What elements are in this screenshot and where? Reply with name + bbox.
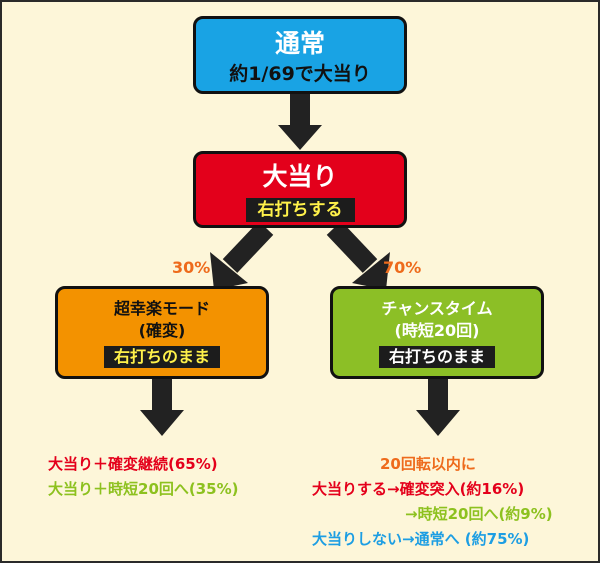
arrow-jackpot-to-chance [326, 221, 390, 290]
chance-subtitle: (時短20回) [394, 321, 480, 340]
arrow-normal-to-jackpot [278, 94, 322, 150]
kakuhen-percent-label: 30% [172, 258, 211, 277]
kakuhen-result-jitan: 大当り＋時短20回へ(35%) [48, 480, 239, 498]
normal-subtitle: 約1/69で大当り [229, 63, 371, 85]
chance-result-normal: 大当りしない→通常へ (約75%) [312, 530, 530, 548]
chance-time-box: チャンスタイム (時短20回) 右打ちのまま [330, 286, 544, 379]
chance-result-header: 20回転以内に [380, 455, 476, 473]
normal-title: 通常 [274, 29, 325, 58]
kakuhen-result-continue: 大当り＋確変継続(65%) [48, 455, 218, 473]
arrow-chance-down [416, 379, 460, 436]
chance-result-jitan: →時短20回へ(約9%) [405, 505, 553, 523]
kakuhen-action-badge: 右打ちのまま [103, 346, 220, 368]
kakuhen-title: 超幸楽モード [113, 299, 210, 318]
jackpot-box: 大当り 右打ちする [193, 151, 407, 228]
chance-title: チャンスタイム [381, 299, 493, 318]
kakuhen-mode-box: 超幸楽モード (確変) 右打ちのまま [55, 286, 269, 379]
chance-result-kakuhen: 大当りする→確変突入(約16%) [312, 480, 525, 498]
jackpot-title: 大当り [262, 162, 338, 191]
chance-action-badge: 右打ちのまま [378, 346, 495, 368]
chance-percent-label: 70% [383, 258, 422, 277]
arrow-kakuhen-down [140, 379, 184, 436]
kakuhen-subtitle: (確変) [138, 321, 186, 340]
arrow-jackpot-to-kakuhen [210, 221, 274, 290]
jackpot-action-badge: 右打ちする [245, 198, 355, 222]
normal-state-box: 通常 約1/69で大当り [193, 16, 407, 94]
